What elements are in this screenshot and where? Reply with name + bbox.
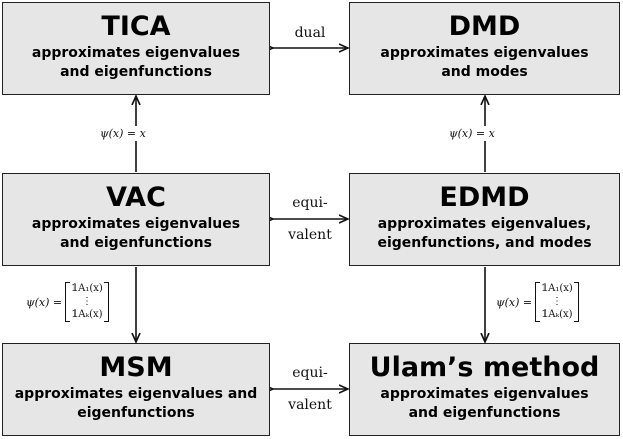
tica-box: TICA approximates eigenvalues and eigenf…: [2, 2, 270, 95]
edge-label-vac-edmd: equi- valent: [284, 194, 336, 244]
edmd-ulam-bracket-right: [573, 282, 579, 322]
ulam-desc-line1: approximates eigenvalues: [380, 386, 589, 402]
edmd-ulam-prefix: ψ(x) =: [496, 295, 533, 309]
edmd-desc-line2: eigenfunctions, and modes: [377, 235, 592, 251]
edmd-ulam-row2: ⋮: [551, 296, 562, 307]
vac-msm-row2: ⋮: [81, 296, 92, 307]
edge-label-vac-edmd-line2: valent: [284, 226, 336, 244]
dmd-box: DMD approximates eigenvalues and modes: [349, 2, 620, 95]
edmd-ulam-row3: 𝟙Aₖ(x): [541, 309, 573, 320]
vac-msm-bracket-right: [103, 282, 109, 322]
edge-label-vac-msm: ψ(x) = 𝟙A₁(x) ⋮ 𝟙Aₖ(x): [24, 280, 111, 324]
vac-msm-bracket-left: [65, 282, 71, 322]
edge-label-edmd-dmd: ψ(x) = x: [445, 126, 499, 141]
edmd-ulam-row1: 𝟙A₁(x): [541, 283, 573, 294]
ulam-box: Ulam’s method approximates eigenvalues a…: [349, 343, 620, 436]
vac-msm-prefix: ψ(x) =: [26, 295, 63, 309]
tica-desc-line2: and eigenfunctions: [60, 64, 212, 80]
edge-label-edmd-ulam: ψ(x) = 𝟙A₁(x) ⋮ 𝟙Aₖ(x): [494, 280, 581, 324]
vac-desc-line1: approximates eigenvalues: [31, 216, 241, 232]
tica-desc-line1: approximates eigenvalues: [31, 45, 241, 61]
vac-msm-row3: 𝟙Aₖ(x): [71, 309, 103, 320]
vac-title: VAC: [106, 182, 166, 213]
edmd-desc-line1: approximates eigenvalues,: [377, 216, 592, 232]
ulam-title: Ulam’s method: [369, 352, 600, 383]
edmd-title: EDMD: [439, 182, 530, 213]
dmd-title: DMD: [448, 11, 521, 42]
ulam-desc-line2: and eigenfunctions: [408, 405, 561, 421]
edmd-box: EDMD approximates eigenvalues, eigenfunc…: [349, 173, 620, 266]
vac-box: VAC approximates eigenvalues and eigenfu…: [2, 173, 270, 266]
vac-msm-row1: 𝟙A₁(x): [71, 283, 103, 294]
edge-label-dual: dual: [289, 24, 331, 42]
msm-desc-line1: approximates eigenvalues and: [14, 386, 258, 402]
edge-label-msm-ulam-line2: valent: [284, 396, 336, 414]
tica-title: TICA: [101, 11, 171, 42]
edmd-ulam-bracket-left: [535, 282, 541, 322]
msm-desc-line2: eigenfunctions: [77, 405, 195, 421]
vac-desc-line2: and eigenfunctions: [60, 235, 212, 251]
dmd-desc-line1: approximates eigenvalues: [380, 45, 589, 61]
edge-label-msm-ulam: equi- valent: [284, 364, 336, 414]
edge-label-vac-edmd-line1: equi-: [284, 194, 336, 212]
msm-title: MSM: [99, 352, 173, 383]
msm-box: MSM approximates eigenvalues and eigenfu…: [2, 343, 270, 436]
edmd-ulam-vector: 𝟙A₁(x) ⋮ 𝟙Aₖ(x): [535, 282, 579, 322]
edge-label-msm-ulam-line1: equi-: [284, 364, 336, 382]
dmd-desc-line2: and modes: [441, 64, 528, 80]
vac-msm-vector: 𝟙A₁(x) ⋮ 𝟙Aₖ(x): [65, 282, 109, 322]
edge-label-vac-tica: ψ(x) = x: [96, 126, 150, 141]
